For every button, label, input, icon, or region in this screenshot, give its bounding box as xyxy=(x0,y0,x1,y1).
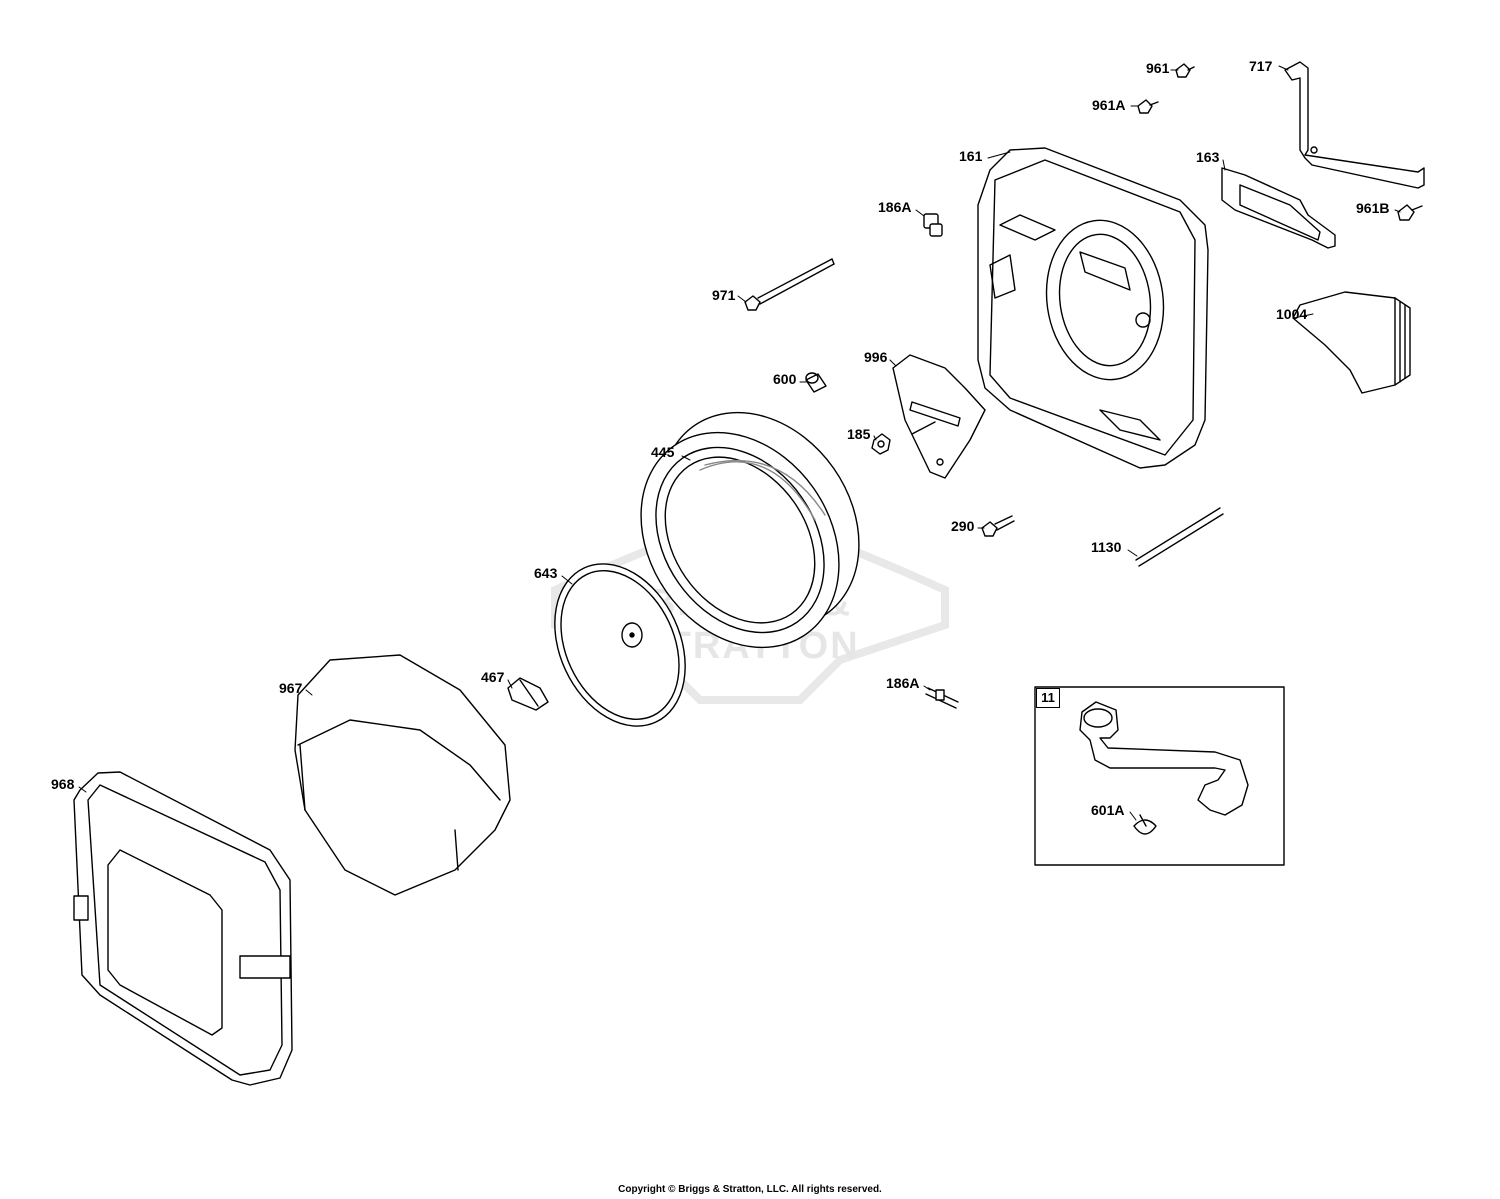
inset-box-11 xyxy=(1034,686,1285,866)
callout-290: 290 xyxy=(951,518,975,534)
callout-643: 643 xyxy=(534,565,558,581)
copyright-footer: Copyright © Briggs & Stratton, LLC. All … xyxy=(618,1184,882,1195)
callout-445: 445 xyxy=(651,444,675,460)
rod-1130-icon xyxy=(1135,507,1224,567)
callout-1004: 1004 xyxy=(1276,306,1308,322)
callout-161: 161 xyxy=(959,148,983,164)
nut-185-icon xyxy=(871,433,891,455)
bolt-971-icon xyxy=(744,258,835,311)
callout-996: 996 xyxy=(864,349,888,365)
callout-971: 971 xyxy=(712,287,736,303)
inset-tag-11: 11 xyxy=(1036,688,1060,708)
plate-996-icon xyxy=(892,354,986,479)
foam-967-icon xyxy=(294,654,511,896)
callout-601A: 601A xyxy=(1091,802,1125,818)
callout-1130: 1130 xyxy=(1091,539,1122,555)
callout-961A: 961A xyxy=(1092,97,1126,113)
callout-961B: 961B xyxy=(1356,200,1390,216)
callout-961: 961 xyxy=(1146,60,1170,76)
callout-967: 967 xyxy=(279,680,303,696)
leader-lines xyxy=(78,65,1401,821)
screw-290-icon xyxy=(981,515,1015,537)
knob-467-icon xyxy=(507,677,549,711)
callout-600: 600 xyxy=(773,371,797,387)
spacer-600-icon xyxy=(805,372,827,393)
callout-968: 968 xyxy=(51,776,75,792)
callout-163: 163 xyxy=(1196,149,1220,165)
callout-467: 467 xyxy=(481,669,505,685)
duct-1004-icon xyxy=(1292,291,1411,394)
pin-186A-bottom-icon xyxy=(925,687,959,709)
bolt-961-icon xyxy=(1175,63,1195,78)
filter-445-icon xyxy=(640,411,860,649)
callout-186A-bottom: 186A xyxy=(886,675,920,691)
cover-968-icon xyxy=(73,771,293,1086)
bolt-961B-icon xyxy=(1397,204,1423,221)
callout-186A-top: 186A xyxy=(878,199,912,215)
callout-185: 185 xyxy=(847,426,871,442)
bolt-961A-icon xyxy=(1137,99,1159,114)
clip-186A-top-icon xyxy=(923,213,943,237)
disc-643-icon xyxy=(554,563,686,727)
base-plate-161-icon xyxy=(977,147,1209,469)
callout-717: 717 xyxy=(1249,58,1273,74)
bracket-717-icon xyxy=(1284,61,1425,189)
gasket-163-icon xyxy=(1221,167,1336,249)
